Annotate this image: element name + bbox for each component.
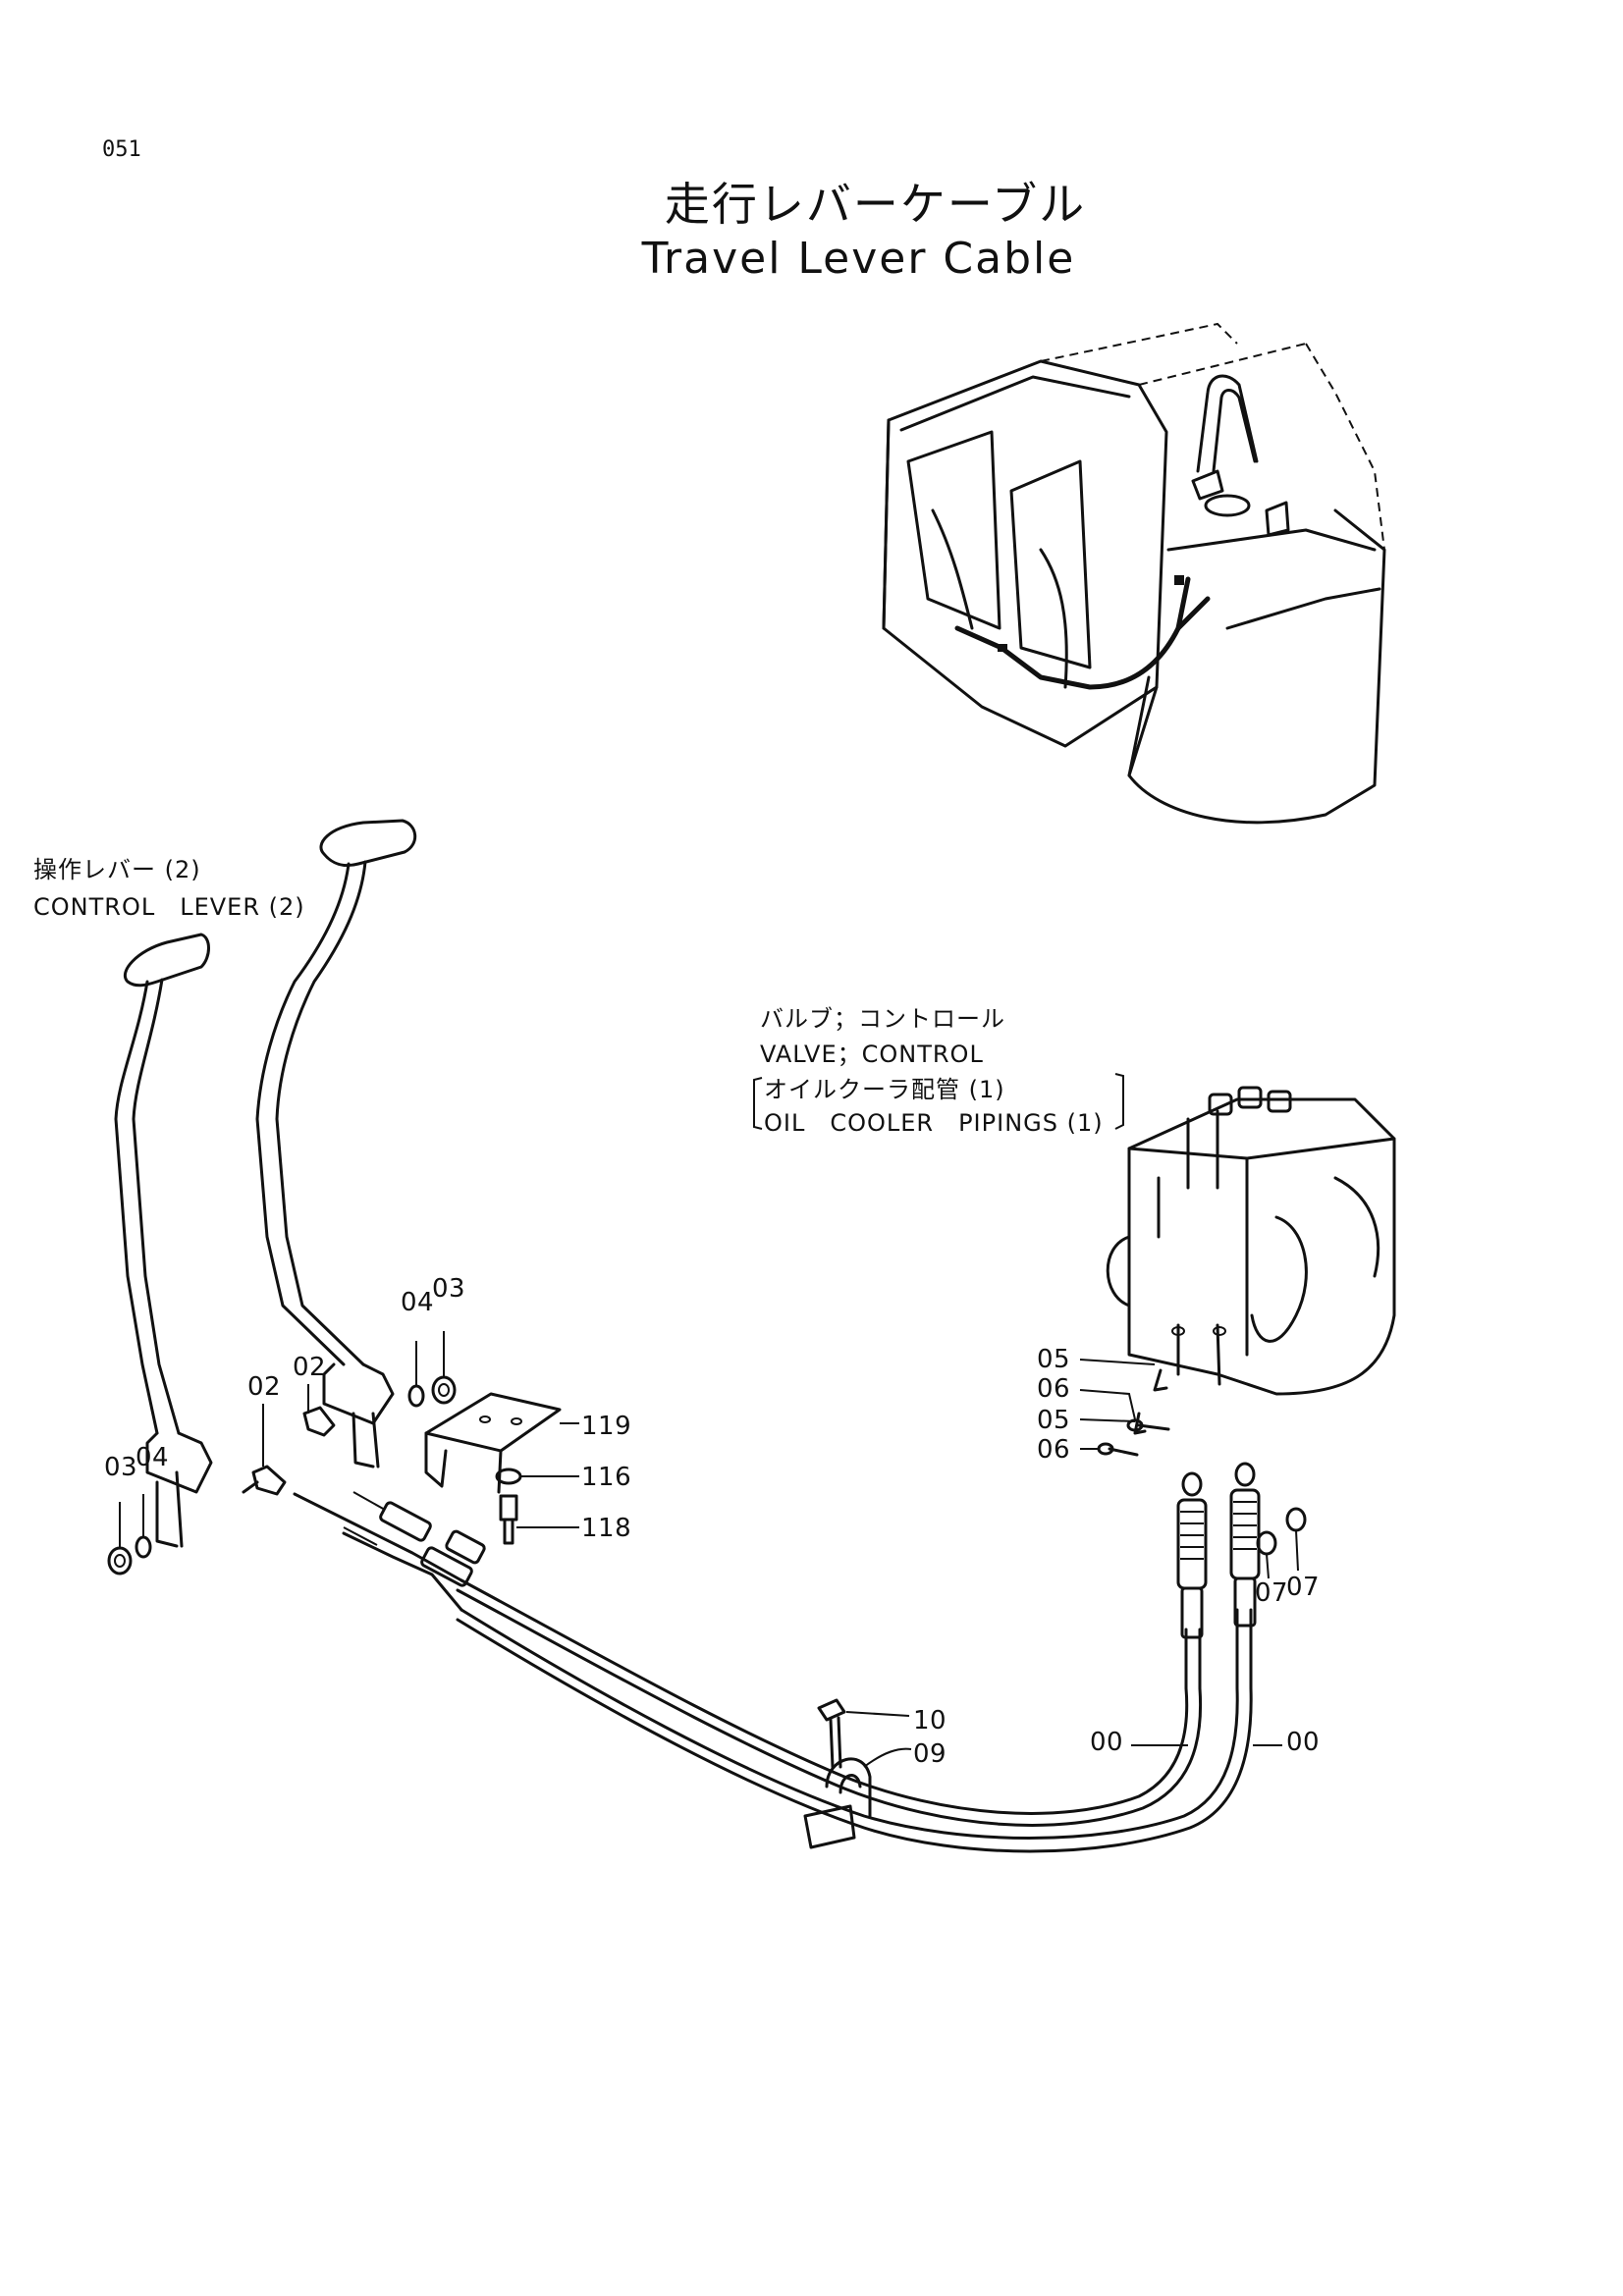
washer-04-left	[135, 1535, 152, 1559]
note-valve-jp: バルブ；コントロール	[760, 1005, 1005, 1033]
note-control-lever-en: CONTROL LEVER (2)	[33, 893, 305, 921]
washer-116	[495, 1468, 579, 1485]
excavator-overview-illustration	[882, 322, 1386, 825]
callout-07-b: 07	[1286, 1573, 1321, 1602]
title-english: Travel Lever Cable	[641, 234, 1076, 284]
washer-04-mid	[407, 1384, 425, 1408]
title-japanese: 走行レバーケーブル	[664, 178, 1087, 231]
pin-06-b	[1097, 1442, 1139, 1457]
callout-10: 10	[913, 1706, 947, 1735]
nut-03-left	[107, 1546, 133, 1575]
bolt-118	[499, 1494, 579, 1545]
callout-03-left: 03	[104, 1453, 138, 1482]
callout-07-a: 07	[1255, 1578, 1289, 1608]
callout-116: 116	[581, 1463, 632, 1492]
note-control-lever-jp: 操作レバー (2)	[33, 856, 201, 883]
control-lever-right	[255, 819, 417, 1468]
callout-119: 119	[581, 1412, 632, 1441]
callout-118: 118	[581, 1514, 632, 1543]
clamp-09	[803, 1747, 912, 1849]
callout-04-left: 04	[135, 1443, 170, 1472]
callout-02-mid: 02	[293, 1353, 327, 1382]
callout-09: 09	[913, 1739, 947, 1769]
note-valve-en: VALVE；CONTROL	[760, 1041, 984, 1068]
callout-00-a: 00	[1090, 1728, 1124, 1757]
callout-02-left: 02	[247, 1372, 282, 1402]
callout-00-b: 00	[1286, 1728, 1321, 1757]
control-valve	[1106, 1086, 1396, 1396]
nut-03-mid	[431, 1375, 457, 1405]
control-lever-left	[114, 933, 213, 1548]
ball-joint-02-left	[242, 1404, 287, 1496]
callout-06-a: 06	[1037, 1374, 1071, 1404]
leader-lines	[753, 1073, 1282, 1746]
cable-end-fitting-left	[343, 1491, 486, 1587]
spring-pin-05-a	[1153, 1368, 1168, 1392]
callout-06-b: 06	[1037, 1435, 1071, 1465]
callout-04-mid: 04	[401, 1288, 435, 1317]
note-oil-cooler-jp: オイルクーラ配管 (1)	[764, 1076, 1005, 1103]
cable-assembly-00-a	[293, 1471, 1208, 1827]
spring-pin-05-b	[1133, 1412, 1147, 1435]
cable-assembly-00-b	[342, 1462, 1261, 1853]
callout-03-mid: 03	[432, 1274, 466, 1304]
callout-05-a: 05	[1037, 1345, 1071, 1374]
bolt-10	[817, 1698, 910, 1769]
page-number: 051	[102, 137, 141, 162]
callout-05-b: 05	[1037, 1406, 1071, 1435]
note-oil-cooler-en: OIL COOLER PIPINGS (1)	[764, 1109, 1104, 1137]
ball-joint-02-mid	[302, 1384, 336, 1437]
washer-07-b	[1285, 1507, 1307, 1572]
washer-07-a	[1256, 1530, 1277, 1579]
